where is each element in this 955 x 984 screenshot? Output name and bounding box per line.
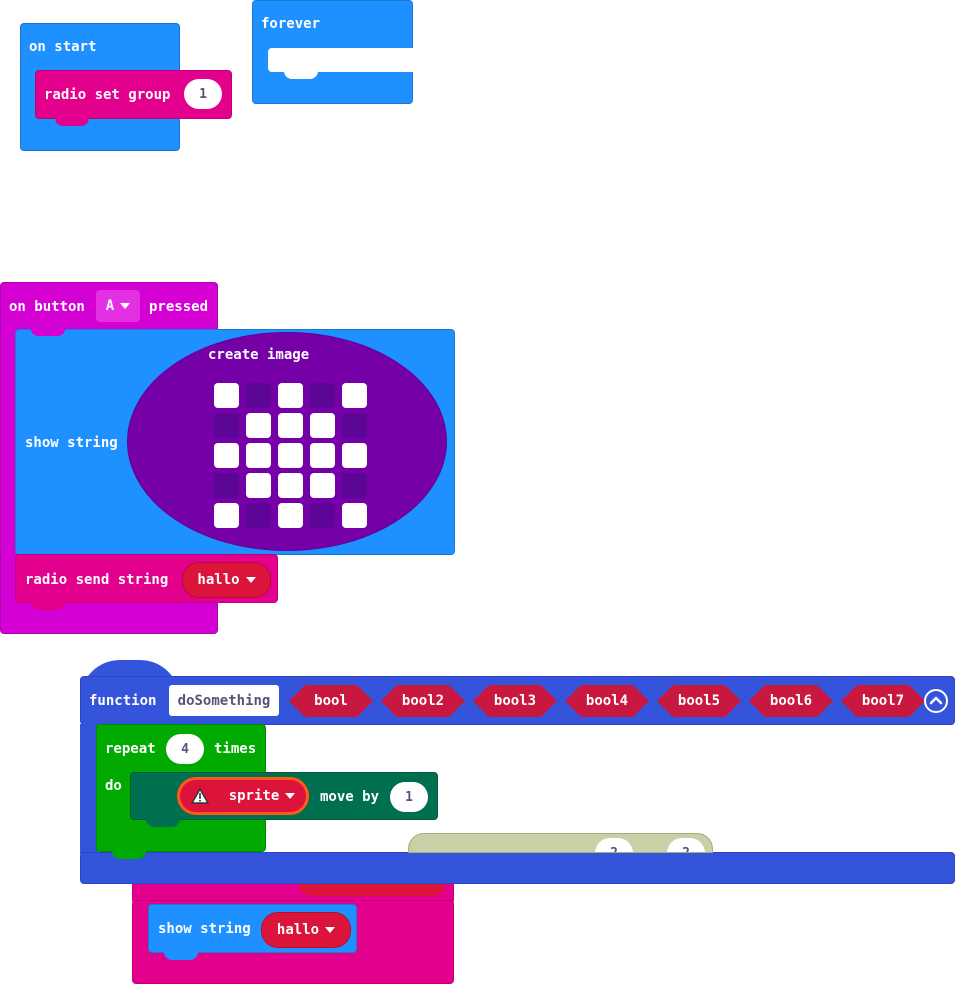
button-dropdown-value: A: [105, 298, 115, 314]
sprite-move-block[interactable]: sprite move by 1: [130, 772, 438, 820]
function-label: function: [89, 693, 157, 709]
led-4-3[interactable]: [310, 503, 335, 528]
radio-send-string-notch: [31, 602, 65, 610]
repeat-count-input[interactable]: 4: [166, 734, 204, 764]
create-image-label: create image: [208, 347, 310, 363]
param-bool[interactable]: bool: [289, 685, 373, 717]
led-2-2[interactable]: [278, 443, 303, 468]
radio-send-string-dropdown[interactable]: hallo: [182, 562, 271, 598]
led-4-1[interactable]: [246, 503, 271, 528]
ghost-block: 2 2: [408, 833, 713, 853]
radio-set-group-notch: [55, 118, 89, 126]
chevron-down-icon: [325, 927, 336, 933]
warning-icon: [190, 788, 209, 804]
led-4-0[interactable]: [214, 503, 239, 528]
lower-show-string-dropdown[interactable]: hallo: [261, 912, 351, 948]
lower-show-string-label: show string: [158, 921, 251, 937]
repeat-label: repeat: [105, 741, 156, 757]
param-bool7[interactable]: bool7: [841, 685, 925, 717]
show-string-top-notch: [31, 329, 65, 336]
sprite-move-notch: [146, 819, 180, 827]
move-by-value-input[interactable]: 1: [390, 782, 428, 812]
led-0-2[interactable]: [278, 383, 303, 408]
param-bool5[interactable]: bool5: [657, 685, 741, 717]
radio-set-group-label: radio set group: [44, 87, 171, 103]
forever-slot-notch: [284, 71, 318, 79]
sprite-value: sprite: [228, 788, 280, 804]
led-3-2[interactable]: [278, 473, 303, 498]
times-label: times: [214, 741, 257, 757]
led-2-0[interactable]: [214, 443, 239, 468]
param-bool2[interactable]: bool2: [381, 685, 465, 717]
led-1-1[interactable]: [246, 413, 271, 438]
led-1-3[interactable]: [310, 413, 335, 438]
led-0-0[interactable]: [214, 383, 239, 408]
function-footer[interactable]: [80, 852, 955, 884]
radio-set-group-block[interactable]: radio set group 1: [35, 70, 232, 119]
function-name-input[interactable]: doSomething: [169, 685, 279, 716]
led-3-1[interactable]: [246, 473, 271, 498]
lower-show-string-notch: [164, 952, 198, 960]
led-2-1[interactable]: [246, 443, 271, 468]
forever-statement-slot[interactable]: [268, 48, 414, 72]
forever-label: forever: [261, 16, 321, 32]
chevron-down-icon: [245, 577, 256, 583]
ghost-value-b: 2: [667, 838, 705, 852]
led-matrix: [214, 383, 374, 533]
collapse-chevron-up-icon[interactable]: [924, 689, 948, 713]
led-1-0[interactable]: [214, 413, 239, 438]
led-2-3[interactable]: [310, 443, 335, 468]
led-0-3[interactable]: [310, 383, 335, 408]
chevron-down-icon: [285, 793, 296, 799]
on-start-label: on start: [29, 39, 97, 55]
led-4-4[interactable]: [342, 503, 367, 528]
create-image-block[interactable]: create image: [127, 332, 447, 551]
on-button-label: on button: [9, 299, 85, 315]
radio-send-string-block[interactable]: radio send string hallo: [15, 554, 278, 603]
led-0-1[interactable]: [246, 383, 271, 408]
radio-send-string-label: radio send string: [25, 572, 169, 588]
lower-show-string-value: hallo: [276, 922, 320, 938]
repeat-bottom-notch: [112, 851, 146, 859]
chevron-down-icon: [120, 303, 131, 309]
ghost-value-a: 2: [595, 838, 633, 852]
param-bool3[interactable]: bool3: [473, 685, 557, 717]
radio-group-number-input[interactable]: 1: [184, 79, 222, 109]
led-2-4[interactable]: [342, 443, 367, 468]
sprite-dropdown[interactable]: sprite: [177, 777, 309, 815]
led-3-3[interactable]: [310, 473, 335, 498]
do-label: do: [105, 778, 122, 794]
led-3-0[interactable]: [214, 473, 239, 498]
button-dropdown[interactable]: A: [96, 290, 140, 322]
param-bool6[interactable]: bool6: [749, 685, 833, 717]
lower-show-string-block[interactable]: show string hallo: [148, 904, 357, 953]
pressed-label: pressed: [149, 299, 209, 315]
led-1-2[interactable]: [278, 413, 303, 438]
show-string-label: show string: [25, 435, 118, 451]
led-1-4[interactable]: [342, 413, 367, 438]
led-4-2[interactable]: [278, 503, 303, 528]
led-3-4[interactable]: [342, 473, 367, 498]
radio-send-string-value: hallo: [197, 572, 240, 588]
led-0-4[interactable]: [342, 383, 367, 408]
move-by-label: move by: [320, 789, 380, 805]
function-body[interactable]: [80, 724, 98, 854]
param-bool4[interactable]: bool4: [565, 685, 649, 717]
